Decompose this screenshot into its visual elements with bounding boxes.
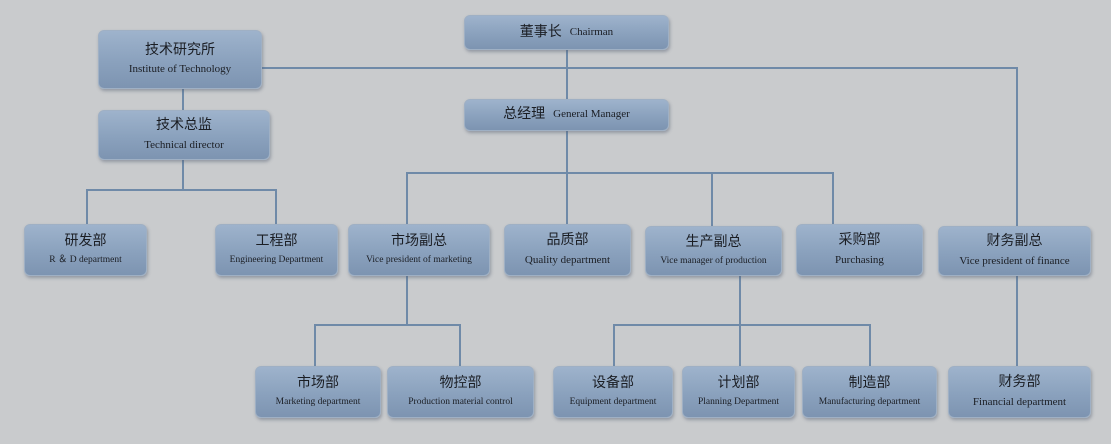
- node-institute-en: Institute of Technology: [128, 63, 232, 76]
- node-general-manager[interactable]: 总经理 General Manager: [464, 99, 669, 131]
- node-gm-zh: 总经理: [503, 106, 546, 123]
- node-planning-zh: 计划部: [717, 375, 760, 392]
- node-vp-finance-en: Vice president of finance: [959, 254, 1070, 267]
- node-material-control-zh: 物控部: [439, 375, 482, 392]
- node-planning-en: Planning Department: [698, 396, 779, 407]
- node-manufacturing-zh: 制造部: [848, 375, 891, 392]
- node-institute-of-technology[interactable]: 技术研究所 Institute of Technology: [98, 30, 262, 89]
- node-financial-dept-zh: 财务部: [998, 374, 1041, 391]
- node-material-control-en: Production material control: [408, 396, 513, 407]
- node-vp-finance[interactable]: 财务副总 Vice president of finance: [938, 226, 1091, 276]
- node-institute-zh: 技术研究所: [145, 41, 215, 58]
- node-equipment-department[interactable]: 设备部 Equipment department: [553, 366, 673, 418]
- node-equipment-en: Equipment department: [569, 396, 657, 407]
- node-chairman[interactable]: 董事长 Chairman: [464, 15, 669, 50]
- connector-production-branches: [613, 324, 871, 366]
- node-chairman-zh: 董事长: [519, 23, 562, 40]
- connector-techdirector-branches: [86, 189, 277, 224]
- node-planning-department[interactable]: 计划部 Planning Department: [682, 366, 795, 418]
- node-engineering-en: Engineering Department: [229, 254, 324, 265]
- node-vm-production-zh: 生产副总: [685, 234, 742, 251]
- connector-gm-branches: [406, 172, 834, 224]
- node-purchasing-en: Purchasing: [835, 253, 884, 266]
- node-rd-en: R ＆ D department: [49, 254, 122, 265]
- node-vm-production-en: Vice manager of production: [660, 255, 767, 266]
- node-rd-department[interactable]: 研发部 R ＆ D department: [24, 224, 147, 276]
- node-marketing-dept-en: Marketing department: [275, 396, 361, 407]
- node-techdirector-en: Technical director: [144, 138, 224, 151]
- node-technical-director[interactable]: 技术总监 Technical director: [98, 110, 270, 160]
- node-techdirector-zh: 技术总监: [156, 117, 212, 134]
- node-gm-en: General Manager: [553, 108, 630, 121]
- node-equipment-zh: 设备部: [592, 375, 634, 392]
- node-vp-marketing-en: Vice president of marketing: [366, 254, 472, 265]
- node-manufacturing-department[interactable]: 制造部 Manufacturing department: [802, 366, 937, 418]
- node-quality-zh: 品质部: [546, 232, 589, 249]
- node-financial-department[interactable]: 财务部 Financial department: [948, 366, 1091, 418]
- node-vp-marketing-zh: 市场副总: [391, 233, 447, 250]
- node-engineering-zh: 工程部: [255, 233, 298, 250]
- node-rd-zh: 研发部: [64, 233, 107, 250]
- node-vp-finance-zh: 财务副总: [986, 233, 1043, 250]
- node-vp-marketing[interactable]: 市场副总 Vice president of marketing: [348, 224, 490, 276]
- node-purchasing-zh: 采购部: [838, 232, 881, 249]
- node-purchasing[interactable]: 采购部 Purchasing: [796, 224, 923, 276]
- connector-institute-chairman-finance: [262, 67, 1018, 226]
- node-financial-dept-en: Financial department: [972, 395, 1067, 408]
- node-manufacturing-en: Manufacturing department: [818, 396, 921, 407]
- node-engineering-department[interactable]: 工程部 Engineering Department: [215, 224, 338, 276]
- connector-marketing-branches: [314, 324, 461, 366]
- node-chairman-en: Chairman: [569, 25, 614, 38]
- node-quality-department[interactable]: 品质部 Quality department: [504, 224, 631, 276]
- node-production-material-control[interactable]: 物控部 Production material control: [387, 366, 534, 418]
- node-vm-production[interactable]: 生产副总 Vice manager of production: [645, 226, 782, 276]
- node-marketing-dept-zh: 市场部: [297, 375, 339, 392]
- node-marketing-department[interactable]: 市场部 Marketing department: [255, 366, 381, 418]
- node-quality-en: Quality department: [524, 253, 611, 266]
